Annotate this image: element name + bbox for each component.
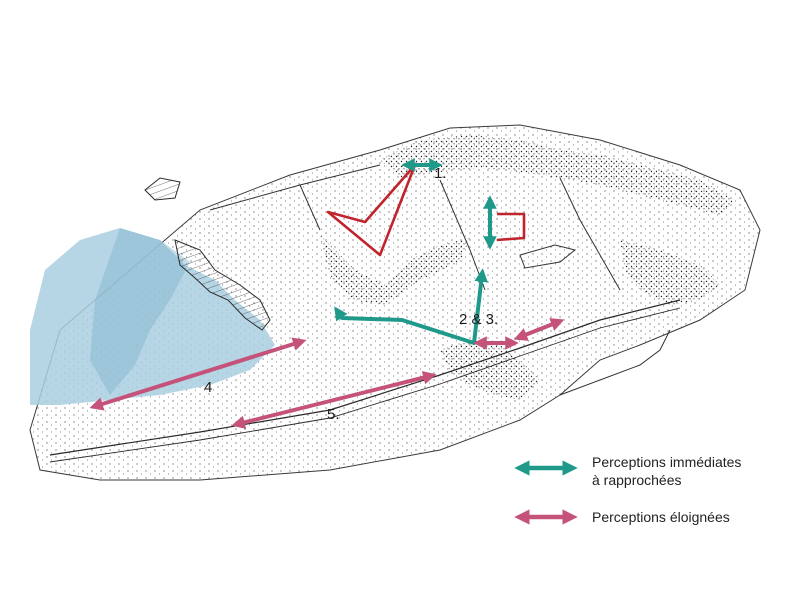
distant-view-arrows <box>89 318 565 429</box>
site-outline-east <box>496 212 526 242</box>
field-boundary-4 <box>559 177 621 291</box>
forest-east <box>620 240 720 305</box>
legend-immediate-label-2: à rapprochées <box>592 472 682 488</box>
label-view-2-3: 2 & 3. <box>459 311 498 328</box>
forest-north <box>380 135 735 215</box>
terrain <box>29 124 761 481</box>
cliff-rocks <box>174 239 271 331</box>
beach-edge <box>559 329 671 396</box>
legend-immediate-label: Perceptions immédiates <box>592 454 741 470</box>
field-boundary-2 <box>299 184 321 231</box>
label-view-5: 5. <box>327 406 340 423</box>
coast-road <box>49 299 681 456</box>
immediate-view-arrows <box>334 158 497 345</box>
legend-distant-label: Perceptions éloignées <box>592 509 730 525</box>
view-arrow-3 <box>334 268 488 345</box>
rock-outcrop <box>144 177 181 201</box>
village-cluster <box>440 340 540 400</box>
view-arrow-5 <box>231 371 437 429</box>
coast-road-edge <box>49 307 681 463</box>
legend: Perceptions immédiates à rapprochées Per… <box>514 454 741 525</box>
label-view-1: 1. <box>434 165 447 182</box>
view-arrow-4 <box>89 337 307 411</box>
sports-track <box>519 244 577 269</box>
view-labels: 1. 2 & 3. 4 5. <box>204 165 498 423</box>
view-arrow-7 <box>513 318 565 341</box>
label-view-4: 4 <box>204 379 212 396</box>
